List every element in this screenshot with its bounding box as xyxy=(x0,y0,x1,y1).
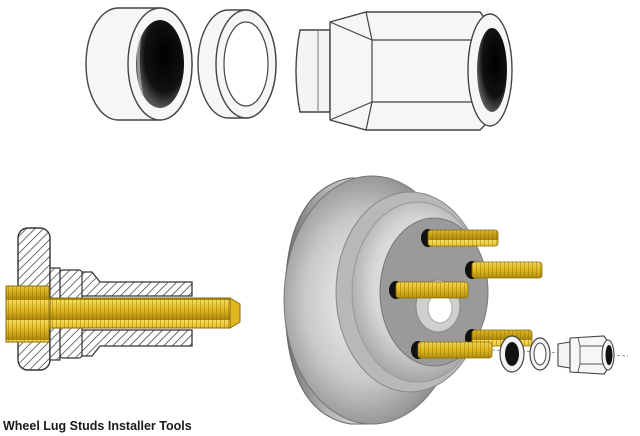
cup-spacer-icon xyxy=(85,7,193,121)
washer-ring-icon xyxy=(197,9,277,119)
caption-title: Wheel Lug Studs Installer Tools xyxy=(3,419,192,433)
cross-section-icon xyxy=(5,227,241,371)
wheel-hub-icon xyxy=(283,175,489,425)
lug-stud-icon xyxy=(395,229,543,359)
hex-nut-adapter-icon xyxy=(295,11,513,131)
small-tool-set-icon xyxy=(491,335,629,375)
